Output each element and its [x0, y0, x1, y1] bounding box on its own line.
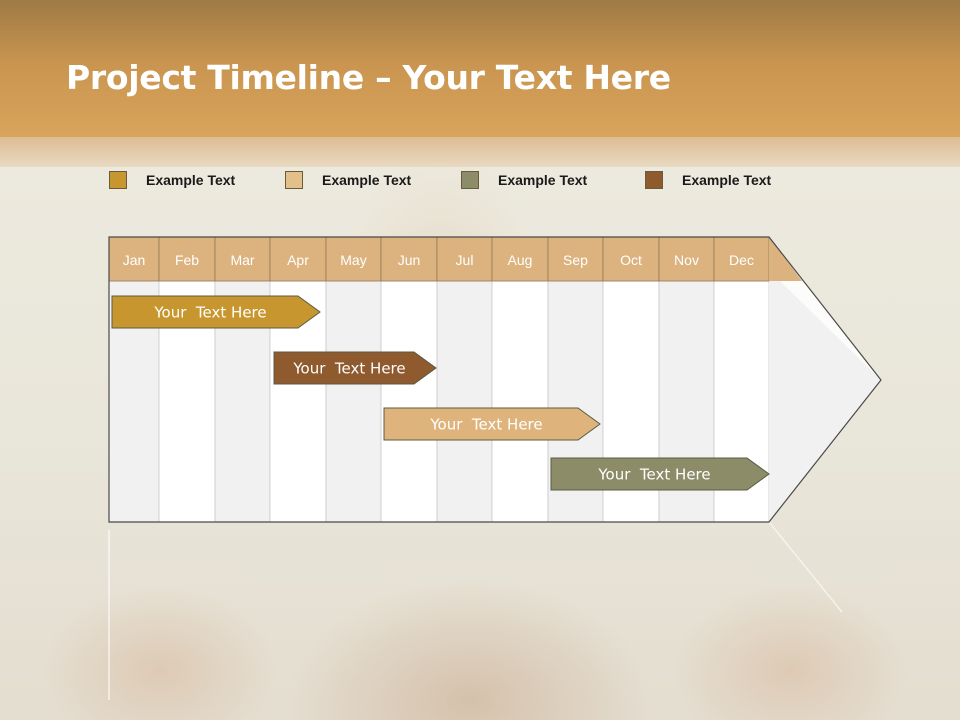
title-bar-band: [0, 137, 960, 167]
reflection-line: [768, 521, 843, 613]
task-arrow: [383, 407, 601, 441]
month-label: May: [340, 252, 366, 268]
legend-swatch: [645, 171, 663, 189]
month-label: Jul: [456, 252, 474, 268]
month-header-cell: [602, 236, 660, 282]
month-header-cell: [491, 236, 549, 282]
legend-swatch: [461, 171, 479, 189]
month-header-cell: [108, 236, 160, 282]
legend-label: Example Text: [322, 172, 412, 188]
month-label: Jan: [123, 252, 146, 268]
month-label: Feb: [175, 252, 199, 268]
task-arrow: [273, 351, 437, 385]
month-header-cell: [436, 236, 493, 282]
month-header-cell: [269, 236, 327, 282]
legend-swatch: [285, 171, 303, 189]
legend-label: Example Text: [146, 172, 236, 188]
legend-swatch: [109, 171, 127, 189]
task-label: Your Text Here: [429, 416, 542, 434]
title-bar: [0, 0, 960, 137]
month-header-cell: [380, 236, 438, 282]
task-label: Your Text Here: [153, 304, 266, 322]
month-column: [380, 280, 438, 523]
task-arrow: [550, 457, 770, 491]
month-column: [325, 280, 382, 523]
month-label: Dec: [729, 252, 754, 268]
slide-title-bold: Project Timeline: [66, 58, 364, 97]
task-label: Your Text Here: [597, 466, 710, 484]
legend-label: Example Text: [682, 172, 772, 188]
month-header-cell: [547, 236, 604, 282]
month-label: Nov: [674, 252, 699, 268]
task-label: Your Text Here: [292, 360, 405, 378]
legend-label: Example Text: [498, 172, 588, 188]
month-header-cell: [158, 236, 216, 282]
month-label: Oct: [620, 252, 642, 268]
month-column: [491, 280, 549, 523]
month-header-cell: [325, 236, 382, 282]
month-label: Sep: [563, 252, 588, 268]
month-label: Mar: [230, 252, 254, 268]
month-label: Jun: [398, 252, 421, 268]
month-label: Aug: [508, 252, 533, 268]
timeline-arrow-outline: [108, 236, 882, 523]
slide-title-rest: – Your Text Here: [363, 58, 671, 97]
task-arrow: [111, 295, 321, 329]
timeline-arrow-tip: [769, 281, 881, 522]
slide-title: Project Timeline – Your Text Here: [66, 58, 671, 97]
month-column: [436, 280, 493, 523]
month-label: Apr: [287, 252, 309, 268]
